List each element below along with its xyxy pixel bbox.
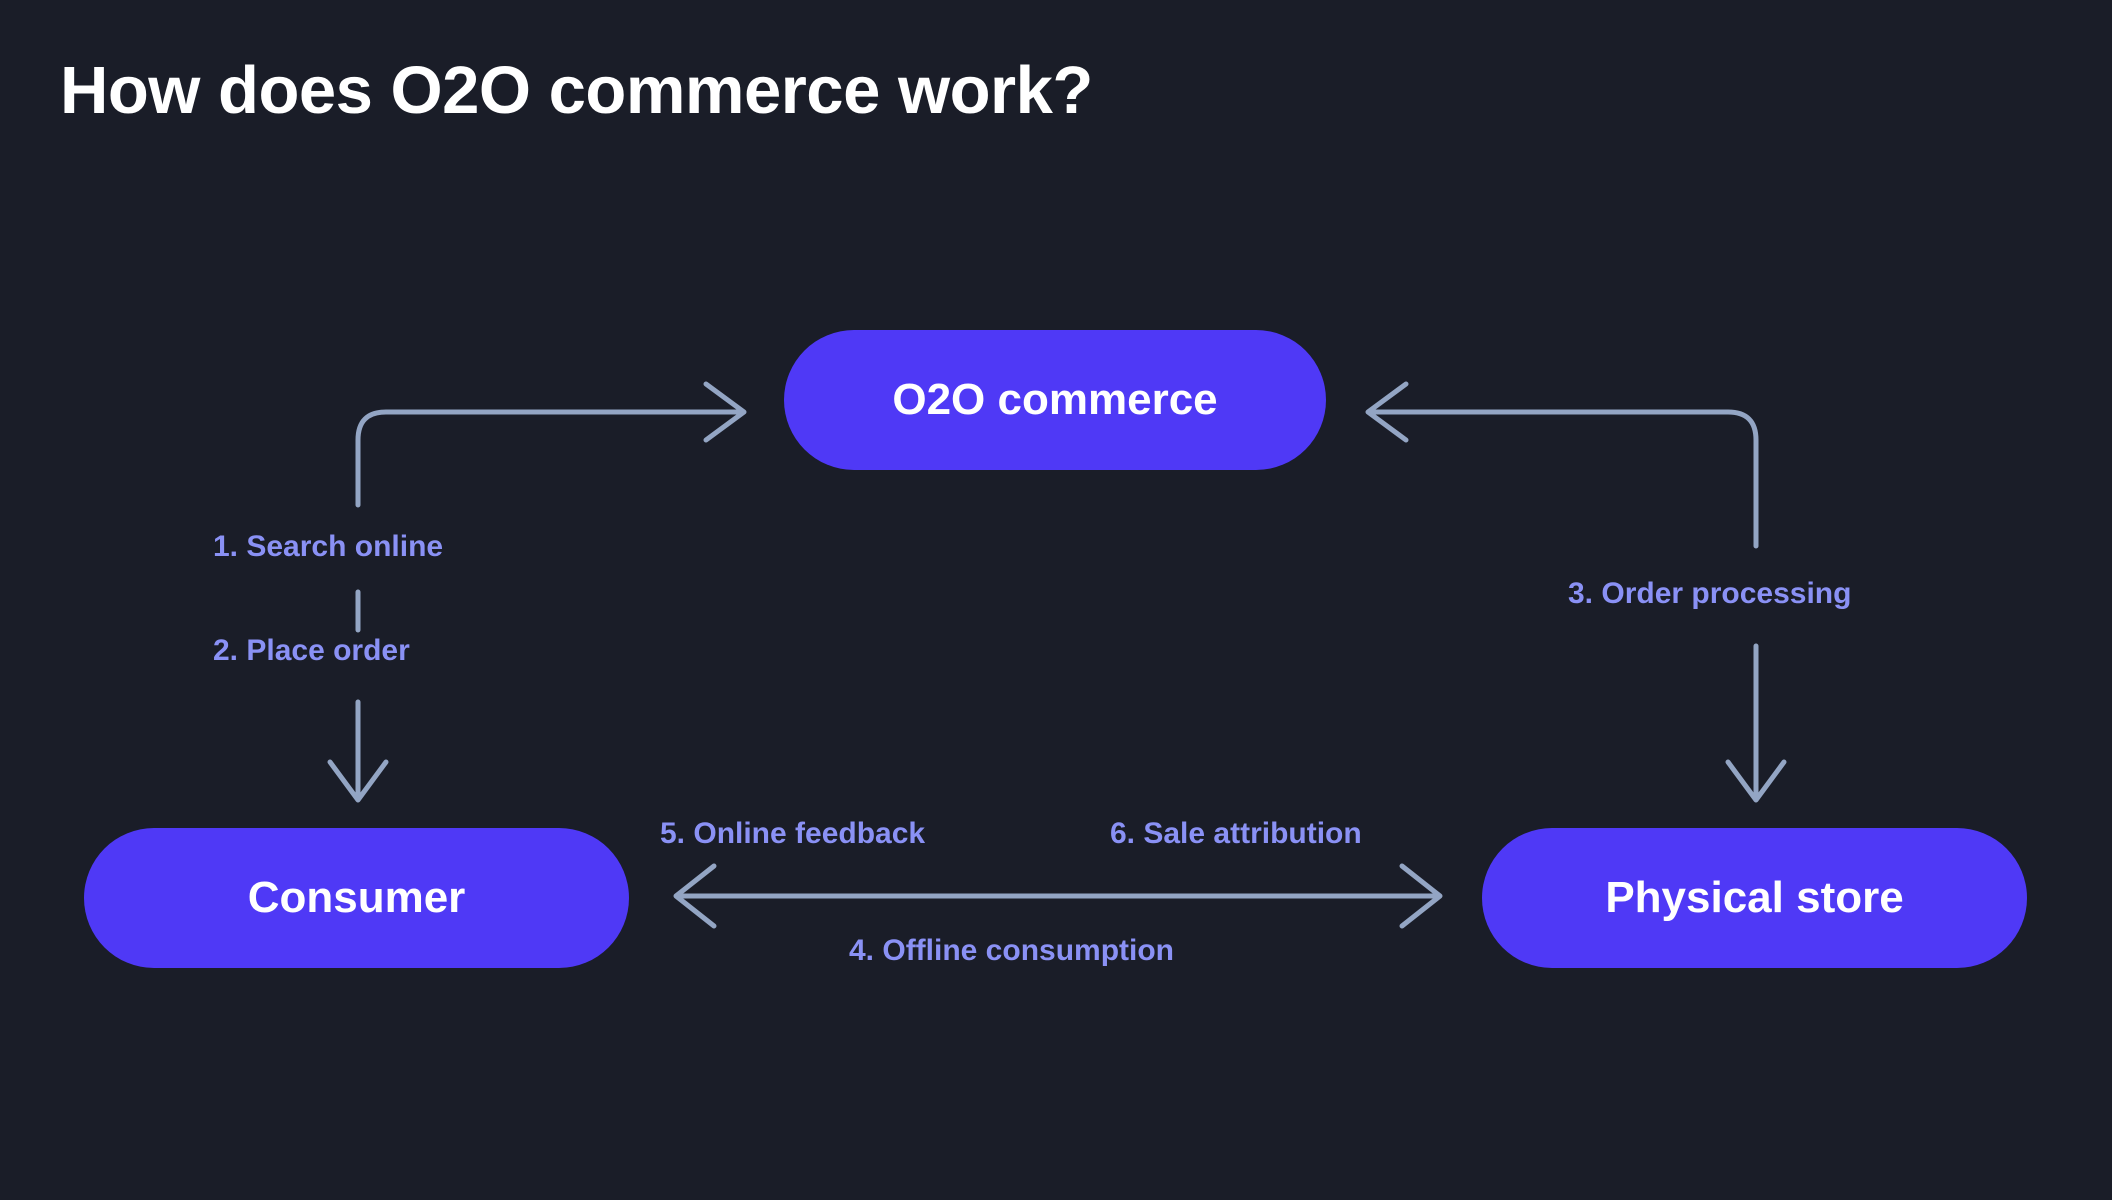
arrowhead-toward-consumer [673, 863, 717, 929]
step-label-4-offline-consumption: 4. Offline consumption [849, 934, 1175, 967]
arrowhead-into-o2o-left [703, 381, 747, 443]
node-physical-store[interactable]: Physical store [1482, 828, 2027, 968]
step-label-1-search-online: 1. Search online [213, 530, 444, 563]
page-title: How does O2O commerce work? [60, 53, 1093, 128]
wire-consumer-to-o2o-elbow [355, 409, 743, 508]
arrowhead-into-consumer [327, 759, 389, 803]
arrowhead-into-store [1725, 759, 1787, 803]
wire-o2o-to-store-elbow [1369, 409, 1759, 549]
step-label-5-online-feedback: 5. Online feedback [660, 817, 926, 850]
step-label-6-sale-attribution: 6. Sale attribution [1110, 817, 1362, 850]
node-o2o-commerce[interactable]: O2O commerce [784, 330, 1326, 470]
arrowhead-into-o2o-right [1365, 381, 1409, 443]
step-label-3-order-processing: 3. Order processing [1568, 577, 1852, 610]
node-consumer[interactable]: Consumer [84, 828, 629, 968]
step-label-2-place-order: 2. Place order [213, 634, 410, 667]
arrowhead-toward-store [1399, 863, 1443, 929]
